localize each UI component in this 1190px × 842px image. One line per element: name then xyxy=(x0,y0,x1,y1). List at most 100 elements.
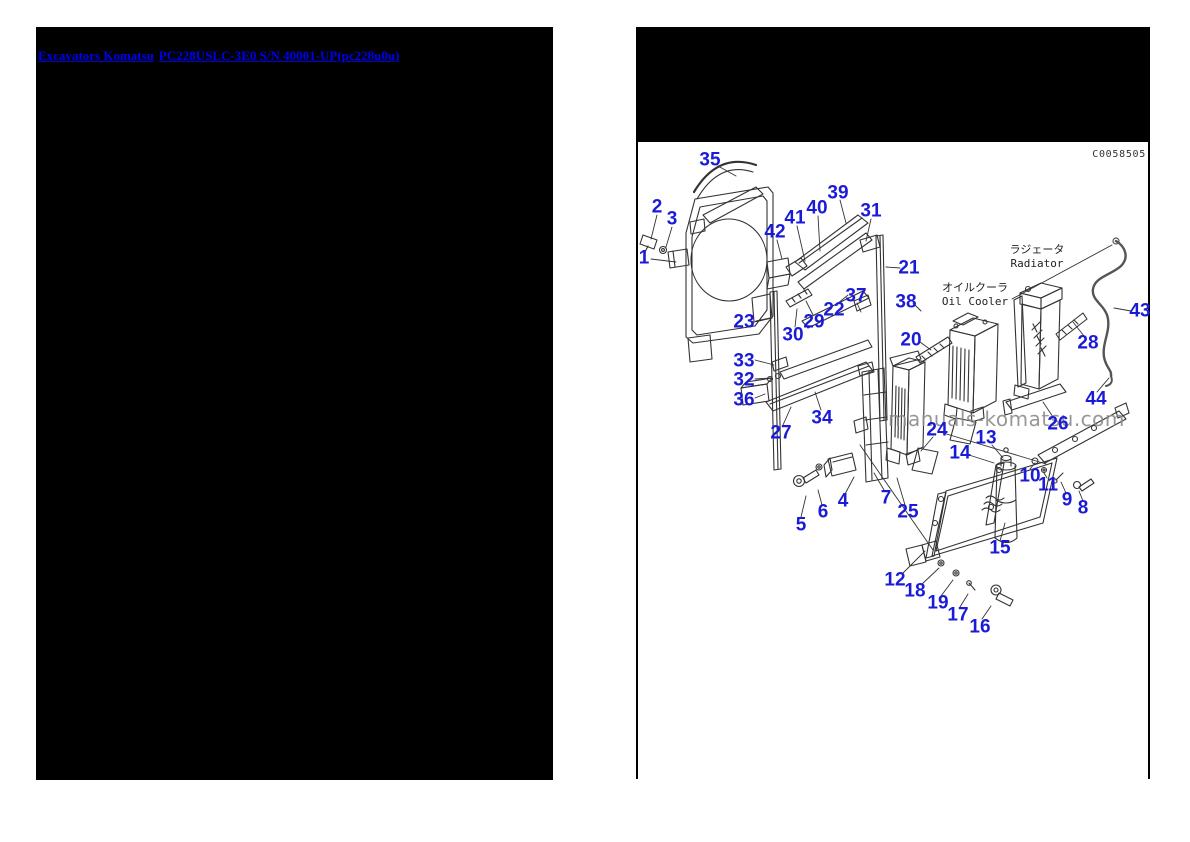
leader-line-13 xyxy=(991,444,1004,459)
leader-line-5 xyxy=(800,495,807,518)
callout-14[interactable]: 14 xyxy=(949,442,971,464)
callout-41[interactable]: 41 xyxy=(784,207,806,229)
callout-40[interactable]: 40 xyxy=(806,197,828,219)
callout-11[interactable]: 11 xyxy=(1037,474,1059,496)
callout-7[interactable]: 7 xyxy=(880,487,892,509)
callout-24[interactable]: 24 xyxy=(926,419,948,441)
leader-line-7 xyxy=(873,472,885,491)
callout-29[interactable]: 29 xyxy=(803,311,825,333)
callout-19[interactable]: 19 xyxy=(927,592,949,614)
leader-line-38 xyxy=(912,302,922,312)
callout-42[interactable]: 42 xyxy=(764,221,786,243)
callout-4[interactable]: 4 xyxy=(837,490,849,512)
leader-line-2 xyxy=(650,214,658,240)
leader-line-40 xyxy=(817,215,821,252)
callout-27[interactable]: 27 xyxy=(770,422,792,444)
callout-13[interactable]: 13 xyxy=(975,427,997,449)
mid-support-bars xyxy=(765,288,874,412)
leader-line-18 xyxy=(920,567,940,586)
leader-line-26 xyxy=(1042,401,1054,418)
leader-line-22 xyxy=(836,294,849,305)
bracket-42 xyxy=(766,257,791,290)
radiator xyxy=(1013,282,1063,400)
callout-37[interactable]: 37 xyxy=(845,285,867,307)
figure-code: C0058505 xyxy=(1092,149,1146,160)
callout-43[interactable]: 43 xyxy=(1129,300,1151,322)
leader-line-10 xyxy=(1029,462,1036,470)
callout-1[interactable]: 1 xyxy=(638,247,650,269)
leader-layer xyxy=(650,165,1132,620)
leader-line-6 xyxy=(817,489,823,506)
leader-line-34 xyxy=(814,391,822,411)
callout-31[interactable]: 31 xyxy=(860,200,882,222)
callout-44[interactable]: 44 xyxy=(1085,388,1107,410)
callout-38[interactable]: 38 xyxy=(895,291,917,313)
leader-line-25 xyxy=(896,477,906,506)
aux-cooler xyxy=(885,350,926,466)
leader-line-17 xyxy=(959,593,969,608)
lower-bracket-rail xyxy=(1031,402,1130,492)
left-fasteners xyxy=(792,452,857,488)
callout-17[interactable]: 17 xyxy=(947,604,969,626)
leader-line-16 xyxy=(981,605,992,620)
callout-25[interactable]: 25 xyxy=(897,501,919,523)
leader-line-3 xyxy=(665,226,673,248)
callout-18[interactable]: 18 xyxy=(904,580,926,602)
box-36 xyxy=(740,377,773,406)
callout-35[interactable]: 35 xyxy=(699,149,721,171)
callout-16[interactable]: 16 xyxy=(969,616,991,638)
mount-bolts-left xyxy=(639,234,690,269)
callout-21[interactable]: 21 xyxy=(898,257,920,279)
tie-rod-20 xyxy=(915,336,953,364)
callout-9[interactable]: 9 xyxy=(1061,489,1073,511)
leader-line-19 xyxy=(940,579,954,597)
callout-15[interactable]: 15 xyxy=(989,537,1011,559)
leader-line-30 xyxy=(794,308,798,328)
watermark: manuals-komatsu.com xyxy=(888,407,1125,431)
callout-8[interactable]: 8 xyxy=(1077,497,1089,519)
breadcrumb-link-category[interactable]: Excavators Komatsu xyxy=(38,48,154,63)
callout-28[interactable]: 28 xyxy=(1077,332,1099,354)
leader-line-33 xyxy=(754,359,775,366)
callout-5[interactable]: 5 xyxy=(795,514,807,536)
callout-23[interactable]: 23 xyxy=(733,311,755,333)
radiator-hose xyxy=(1091,237,1127,387)
leader-line-20 xyxy=(919,341,932,351)
fan-shroud xyxy=(685,186,774,363)
callout-10[interactable]: 10 xyxy=(1019,465,1041,487)
breadcrumb-link-model[interactable]: PC228USLC-3E0 S/N 40001-UP(pc228u0u) xyxy=(158,48,400,63)
callout-39[interactable]: 39 xyxy=(827,182,849,204)
plates xyxy=(911,417,977,475)
leader-line-9 xyxy=(1060,481,1067,494)
leader-line-12 xyxy=(901,550,926,575)
diagram-header-block xyxy=(637,27,1148,142)
bottom-fasteners xyxy=(937,559,1014,607)
page-border-right xyxy=(1148,27,1150,779)
leader-line-37 xyxy=(856,302,862,313)
leader-line-24 xyxy=(920,436,934,452)
callout-36[interactable]: 36 xyxy=(733,389,755,411)
leader-line-35 xyxy=(717,165,737,177)
callout-32[interactable]: 32 xyxy=(733,369,755,391)
leader-line-15 xyxy=(999,522,1006,542)
leader-line-43 xyxy=(1113,307,1132,312)
callout-26[interactable]: 26 xyxy=(1047,413,1069,435)
callout-3[interactable]: 3 xyxy=(666,208,678,230)
callout-20[interactable]: 20 xyxy=(900,329,922,351)
callout-22[interactable]: 22 xyxy=(823,299,845,321)
leader-line-28 xyxy=(1072,321,1085,337)
leader-line-14 xyxy=(968,454,995,464)
leader-line-32 xyxy=(754,377,772,380)
callout-34[interactable]: 34 xyxy=(811,407,833,429)
callout-30[interactable]: 30 xyxy=(782,324,804,346)
callout-33[interactable]: 33 xyxy=(733,350,755,372)
callout-6[interactable]: 6 xyxy=(817,501,829,523)
leader-line-29 xyxy=(805,300,814,316)
callout-2[interactable]: 2 xyxy=(651,196,663,218)
page-border-left xyxy=(636,27,638,779)
callout-12[interactable]: 12 xyxy=(884,569,906,591)
leader-line-27 xyxy=(782,406,792,426)
left-page-panel: Excavators Komatsu PC228USLC-3E0 S/N 4000… xyxy=(36,27,553,780)
leader-line-44 xyxy=(1096,377,1110,393)
